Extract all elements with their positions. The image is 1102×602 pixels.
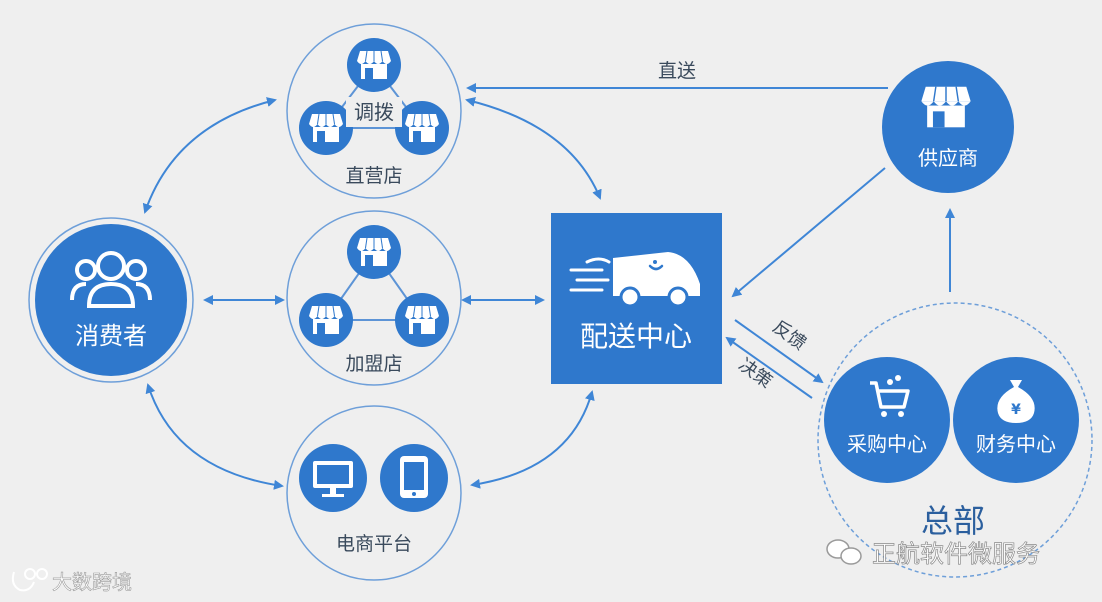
tablet-icon — [400, 456, 428, 498]
watermark-left-text: 大数跨境 — [52, 570, 132, 594]
edge-decision-to-distribution — [725, 336, 813, 399]
edge-ecommerce-distribution — [470, 390, 595, 489]
finance-center-label: 财务中心 — [976, 432, 1056, 456]
delivery-truck-icon — [569, 252, 700, 308]
watermark-logo-icon — [11, 568, 48, 592]
connectors — [142, 83, 955, 490]
transfer-label: 调拨 — [354, 100, 394, 124]
watermark-right-text: 正航软件微服务 — [872, 540, 1040, 568]
edge-consumer-ecommerce — [145, 383, 284, 490]
monitor-icon — [313, 461, 353, 497]
direct-store-node: 调拨 直营店 — [286, 23, 462, 199]
edge-direct-store-distribution — [465, 97, 602, 200]
supplier-node: 供应商 — [882, 61, 1014, 193]
edge-supplier-distribution — [731, 167, 886, 298]
headquarters-node: 采购中心 ¥ 财务中心 总部 — [817, 302, 1093, 578]
direct-delivery-label: 直送 — [658, 60, 696, 82]
decision-label: 决策 — [734, 354, 775, 392]
svg-text:¥: ¥ — [1011, 402, 1021, 418]
franchise-store-label: 加盟店 — [345, 353, 402, 375]
edge-feedback-to-headquarters — [734, 319, 824, 384]
users-icon — [70, 251, 152, 308]
distribution-center-label: 配送中心 — [580, 320, 692, 353]
shopping-cart-icon — [870, 375, 910, 417]
consumer-label: 消费者 — [75, 322, 147, 350]
ecommerce-label: 电商平台 — [336, 533, 412, 555]
purchasing-center-node: 采购中心 — [824, 357, 950, 483]
store-icon — [308, 113, 344, 143]
purchasing-center-label: 采购中心 — [847, 432, 927, 456]
store-icon — [356, 237, 392, 267]
store-icon — [920, 85, 972, 129]
store-icon — [308, 305, 344, 335]
store-icon — [404, 113, 440, 143]
direct-store-label: 直营店 — [345, 165, 402, 187]
headquarters-label: 总部 — [921, 502, 985, 540]
edge-consumer-direct-store — [142, 97, 277, 214]
finance-center-node: ¥ 财务中心 — [953, 357, 1079, 483]
store-icon — [356, 50, 392, 80]
supplier-label: 供应商 — [918, 146, 978, 170]
franchise-store-node: 加盟店 — [286, 210, 462, 386]
watermark-left: 大数跨境 — [11, 568, 132, 594]
ecommerce-node: 电商平台 — [286, 405, 462, 581]
wechat-icon — [826, 539, 862, 565]
watermark-right: 正航软件微服务 — [826, 539, 1040, 568]
store-icon — [404, 305, 440, 335]
distribution-center-node: 配送中心 — [551, 213, 722, 384]
consumer-node: 消费者 — [28, 217, 194, 383]
money-bag-icon: ¥ — [997, 380, 1035, 423]
